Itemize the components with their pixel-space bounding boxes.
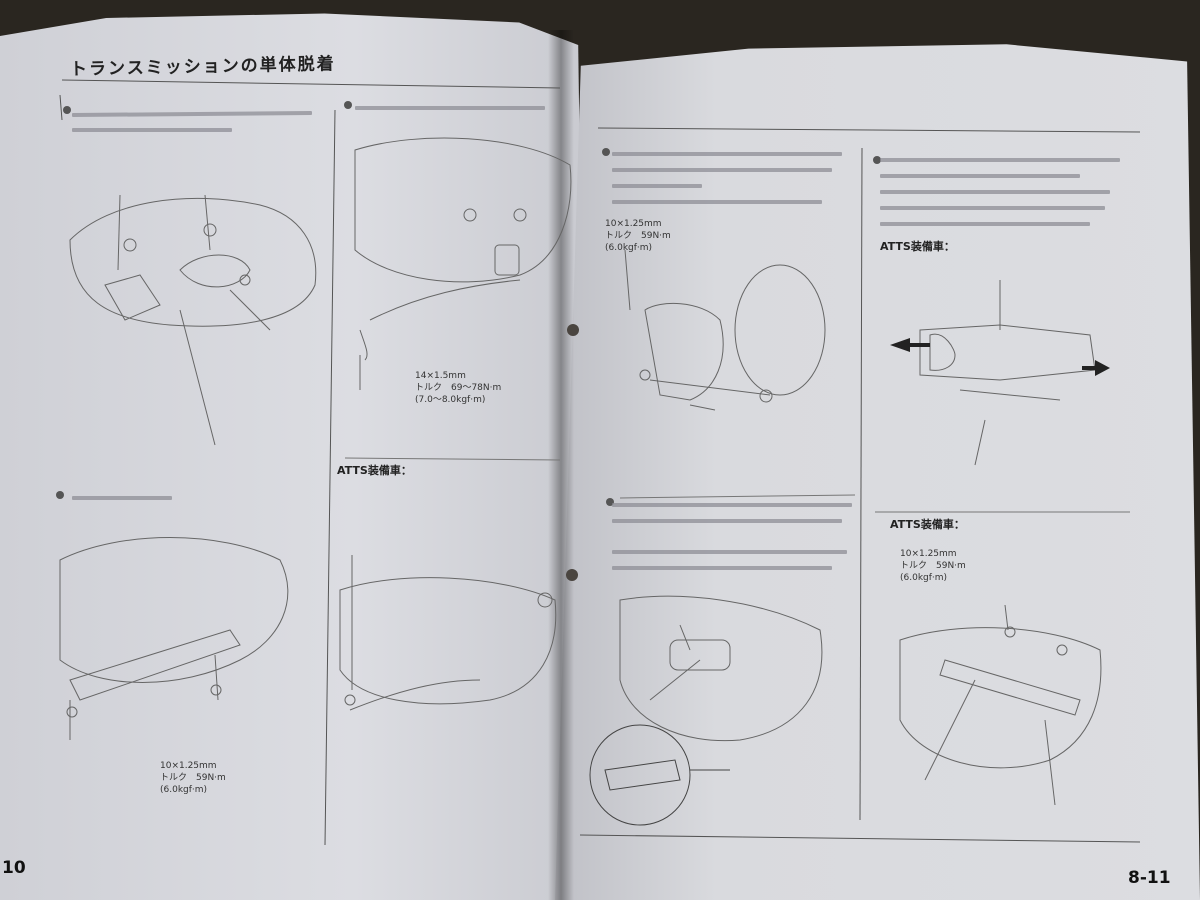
text-line bbox=[612, 168, 832, 172]
drawing-drive-shaft bbox=[619, 595, 823, 742]
arrow-left bbox=[890, 338, 930, 352]
drawing-detail-circle bbox=[589, 724, 730, 826]
torque-spec: 10×1.25mm トルク 59N·m (6.0kgf·m) bbox=[605, 219, 671, 253]
text-line bbox=[880, 190, 1110, 194]
torque-spec: 14×1.5mm トルク 69〜78N·m (7.0〜8.0kgf·m) bbox=[415, 371, 502, 405]
drawing-knuckle bbox=[624, 249, 826, 411]
text-line bbox=[880, 222, 1090, 226]
text-line bbox=[612, 550, 847, 554]
text-line bbox=[612, 566, 832, 570]
text-line bbox=[72, 128, 232, 132]
text-line bbox=[612, 503, 852, 507]
text-line bbox=[880, 174, 1080, 178]
drawing-atts-unit-top bbox=[919, 280, 1096, 466]
drawing-radius-rod-top bbox=[354, 137, 572, 390]
drawing-atts-unit-bottom bbox=[899, 604, 1102, 806]
page-number-right: 8-11 bbox=[1128, 868, 1171, 888]
section-markers bbox=[56, 101, 881, 506]
text-line bbox=[612, 200, 822, 204]
section-rules bbox=[344, 457, 1130, 513]
text-line bbox=[72, 496, 172, 500]
text-line bbox=[880, 206, 1105, 210]
text-line bbox=[612, 519, 842, 523]
text-line bbox=[355, 106, 545, 110]
atts-heading-right-bottom: ATTS装備車： bbox=[890, 518, 965, 531]
text-line bbox=[612, 184, 702, 188]
book-gutter bbox=[548, 30, 574, 900]
atts-heading-left: ATTS装備車： bbox=[337, 464, 412, 477]
ring-binder-holes bbox=[566, 324, 579, 581]
torque-spec: 10×1.25mm トルク 59N·m (6.0kgf·m) bbox=[900, 549, 966, 583]
drawing-cross-beam bbox=[59, 537, 289, 740]
left-page bbox=[0, 13, 590, 900]
page-number-left: 10 bbox=[2, 858, 26, 878]
atts-heading-right-top: ATTS装備車： bbox=[880, 240, 955, 253]
text-line bbox=[612, 152, 842, 156]
drawing-engine-mount bbox=[69, 194, 317, 446]
arrow-right bbox=[1082, 360, 1110, 376]
text-line bbox=[880, 158, 1120, 162]
torque-spec: 10×1.25mm トルク 59N·m (6.0kgf·m) bbox=[160, 761, 226, 795]
drawing-radius-rod-bottom bbox=[339, 555, 557, 711]
